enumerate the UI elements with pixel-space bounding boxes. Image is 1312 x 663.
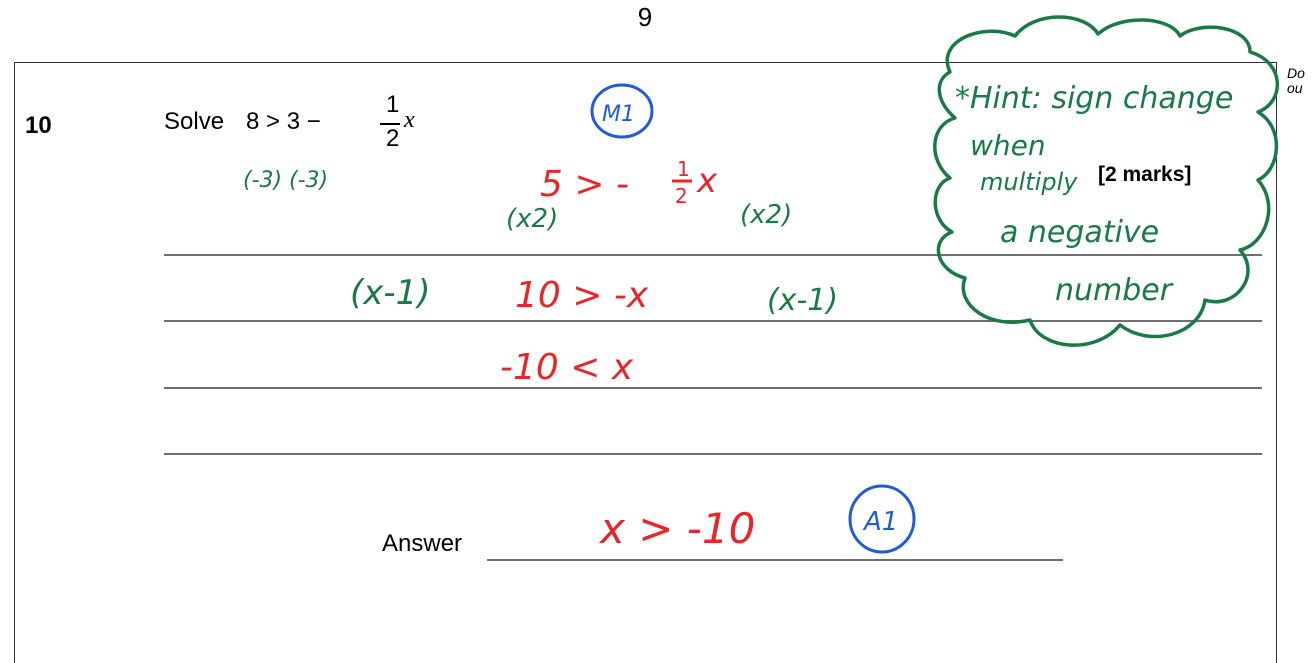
red-line1-var: x	[696, 161, 718, 201]
red-line1-frac-num: 1	[677, 157, 690, 181]
inequality-variable: x	[404, 107, 415, 133]
fraction-bar	[380, 123, 400, 125]
hint-line4: a negative	[1000, 215, 1159, 250]
margin-note-line2: ou	[1287, 80, 1303, 96]
fraction-numerator: 1	[386, 91, 400, 118]
handwriting-layer: (-3) (-3) M1 5 > - 1 2 x (x2) (x2) (x-1)…	[243, 15, 1280, 554]
fraction-denominator: 2	[386, 125, 400, 152]
answer-line-1	[164, 254, 1262, 256]
hint-line3: multiply	[980, 168, 1078, 196]
page-number: 9	[637, 2, 653, 32]
red-line1-frac-den: 2	[675, 184, 688, 208]
question-number: 10	[25, 112, 52, 139]
red-line3: -10 < x	[500, 347, 634, 388]
green-multiply-neg-left: (x-1)	[350, 273, 431, 313]
inequality-left: 8 > 3 −	[246, 108, 321, 135]
margin-note: Do ou	[1287, 66, 1305, 96]
red-line1-lhs: 5 > -	[540, 164, 629, 205]
green-multiply-neg-right: (x-1)	[767, 283, 838, 318]
answer-label: Answer	[382, 530, 463, 557]
hint-line5: number	[1055, 273, 1174, 308]
answer-frame	[14, 62, 1277, 663]
answer-line-2	[164, 320, 1262, 322]
answer-line-4	[164, 453, 1262, 455]
green-multiply-right: (x2)	[740, 200, 792, 230]
green-subtract-left: (-3)	[243, 168, 282, 193]
m1-mark: M1	[602, 102, 635, 127]
marks-label: [2 marks]	[1098, 163, 1192, 186]
a1-mark: A1	[862, 507, 898, 537]
m1-circle	[590, 83, 654, 139]
red-line2: 10 > -x	[515, 275, 649, 316]
hint-line2: when	[970, 129, 1046, 162]
hint-line1: *Hint: sign change	[955, 81, 1233, 116]
green-subtract-right: (-3)	[289, 168, 328, 193]
hint-cloud	[933, 15, 1280, 347]
answer-line-3	[164, 387, 1262, 389]
a1-circle	[848, 484, 916, 554]
question-instruction: Solve	[164, 108, 225, 135]
answer-underline	[487, 559, 1063, 561]
margin-note-line1: Do	[1287, 65, 1305, 81]
green-multiply-left: (x2)	[506, 204, 558, 234]
red-answer: x > -10	[598, 504, 755, 553]
